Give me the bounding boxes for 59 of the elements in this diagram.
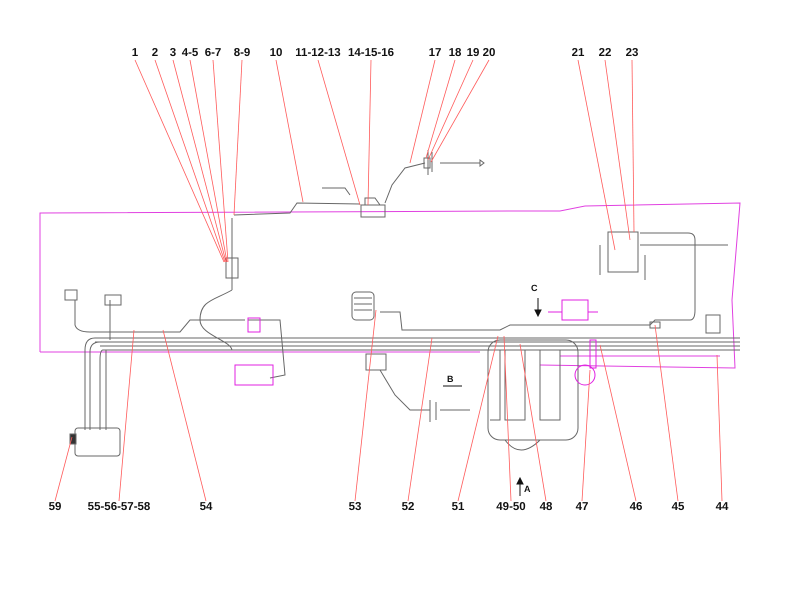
- callout-number: 51: [452, 501, 464, 514]
- leader-line: [604, 60, 630, 240]
- callout-number: 22: [598, 47, 612, 60]
- callout-number: 52: [402, 501, 414, 514]
- leader-line: [318, 60, 360, 206]
- callout-number: 3: [170, 47, 176, 60]
- leader-line: [520, 344, 546, 502]
- leader-line: [408, 338, 432, 502]
- leader-line: [458, 336, 498, 502]
- leader-line: [118, 330, 134, 502]
- callout-number: 44: [716, 501, 728, 514]
- callout-number: 49-50: [496, 501, 526, 514]
- leader-line: [234, 60, 242, 216]
- callout-number: 4-5: [182, 47, 198, 60]
- callout-number: 8-9: [234, 47, 250, 60]
- leader-line: [368, 60, 372, 206]
- callout-number: 19: [466, 47, 480, 60]
- callout-number: 54: [200, 501, 212, 514]
- leader-line: [154, 60, 226, 262]
- leader-line: [428, 60, 474, 160]
- leader-line: [172, 60, 226, 262]
- view-label: B: [447, 374, 454, 384]
- leader-line: [276, 60, 304, 202]
- callout-number: 48: [540, 501, 552, 514]
- leader-line: [410, 60, 436, 164]
- leader-line: [134, 60, 224, 262]
- callout-number: 6-7: [204, 47, 222, 60]
- callout-number: 59: [48, 501, 62, 514]
- callout-number: 53: [348, 501, 362, 514]
- callout-number: 46: [630, 501, 642, 514]
- callout-number: 20: [482, 47, 496, 60]
- callout-number: 45: [672, 501, 684, 514]
- leader-line: [716, 354, 722, 502]
- callout-number: 1: [132, 47, 138, 60]
- leader-line: [504, 336, 512, 502]
- leader-line: [632, 60, 634, 232]
- leader-line: [54, 436, 72, 502]
- view-label: A: [524, 484, 530, 494]
- callout-number: 2: [152, 47, 158, 60]
- leader-line: [654, 324, 678, 502]
- leader-line: [426, 60, 456, 158]
- leader-line: [600, 344, 636, 502]
- leader-line: [162, 330, 206, 502]
- leader-line: [582, 370, 590, 502]
- callout-number: 55-56-57-58: [88, 501, 150, 514]
- leader-line: [430, 60, 490, 162]
- callout-number: 18: [448, 47, 462, 60]
- callout-number: 17: [428, 47, 442, 60]
- callout-number: 10: [270, 47, 282, 60]
- leader-line: [190, 60, 228, 262]
- leader-line: [354, 310, 376, 502]
- leader-line: [212, 60, 228, 262]
- view-label: C: [531, 283, 538, 293]
- callout-number: 14-15-16: [348, 47, 394, 60]
- callout-number: 23: [626, 47, 638, 60]
- leader-line: [578, 60, 616, 250]
- callout-number: 47: [576, 501, 588, 514]
- callout-number: 21: [572, 47, 584, 60]
- callout-number: 11-12-13: [295, 47, 341, 60]
